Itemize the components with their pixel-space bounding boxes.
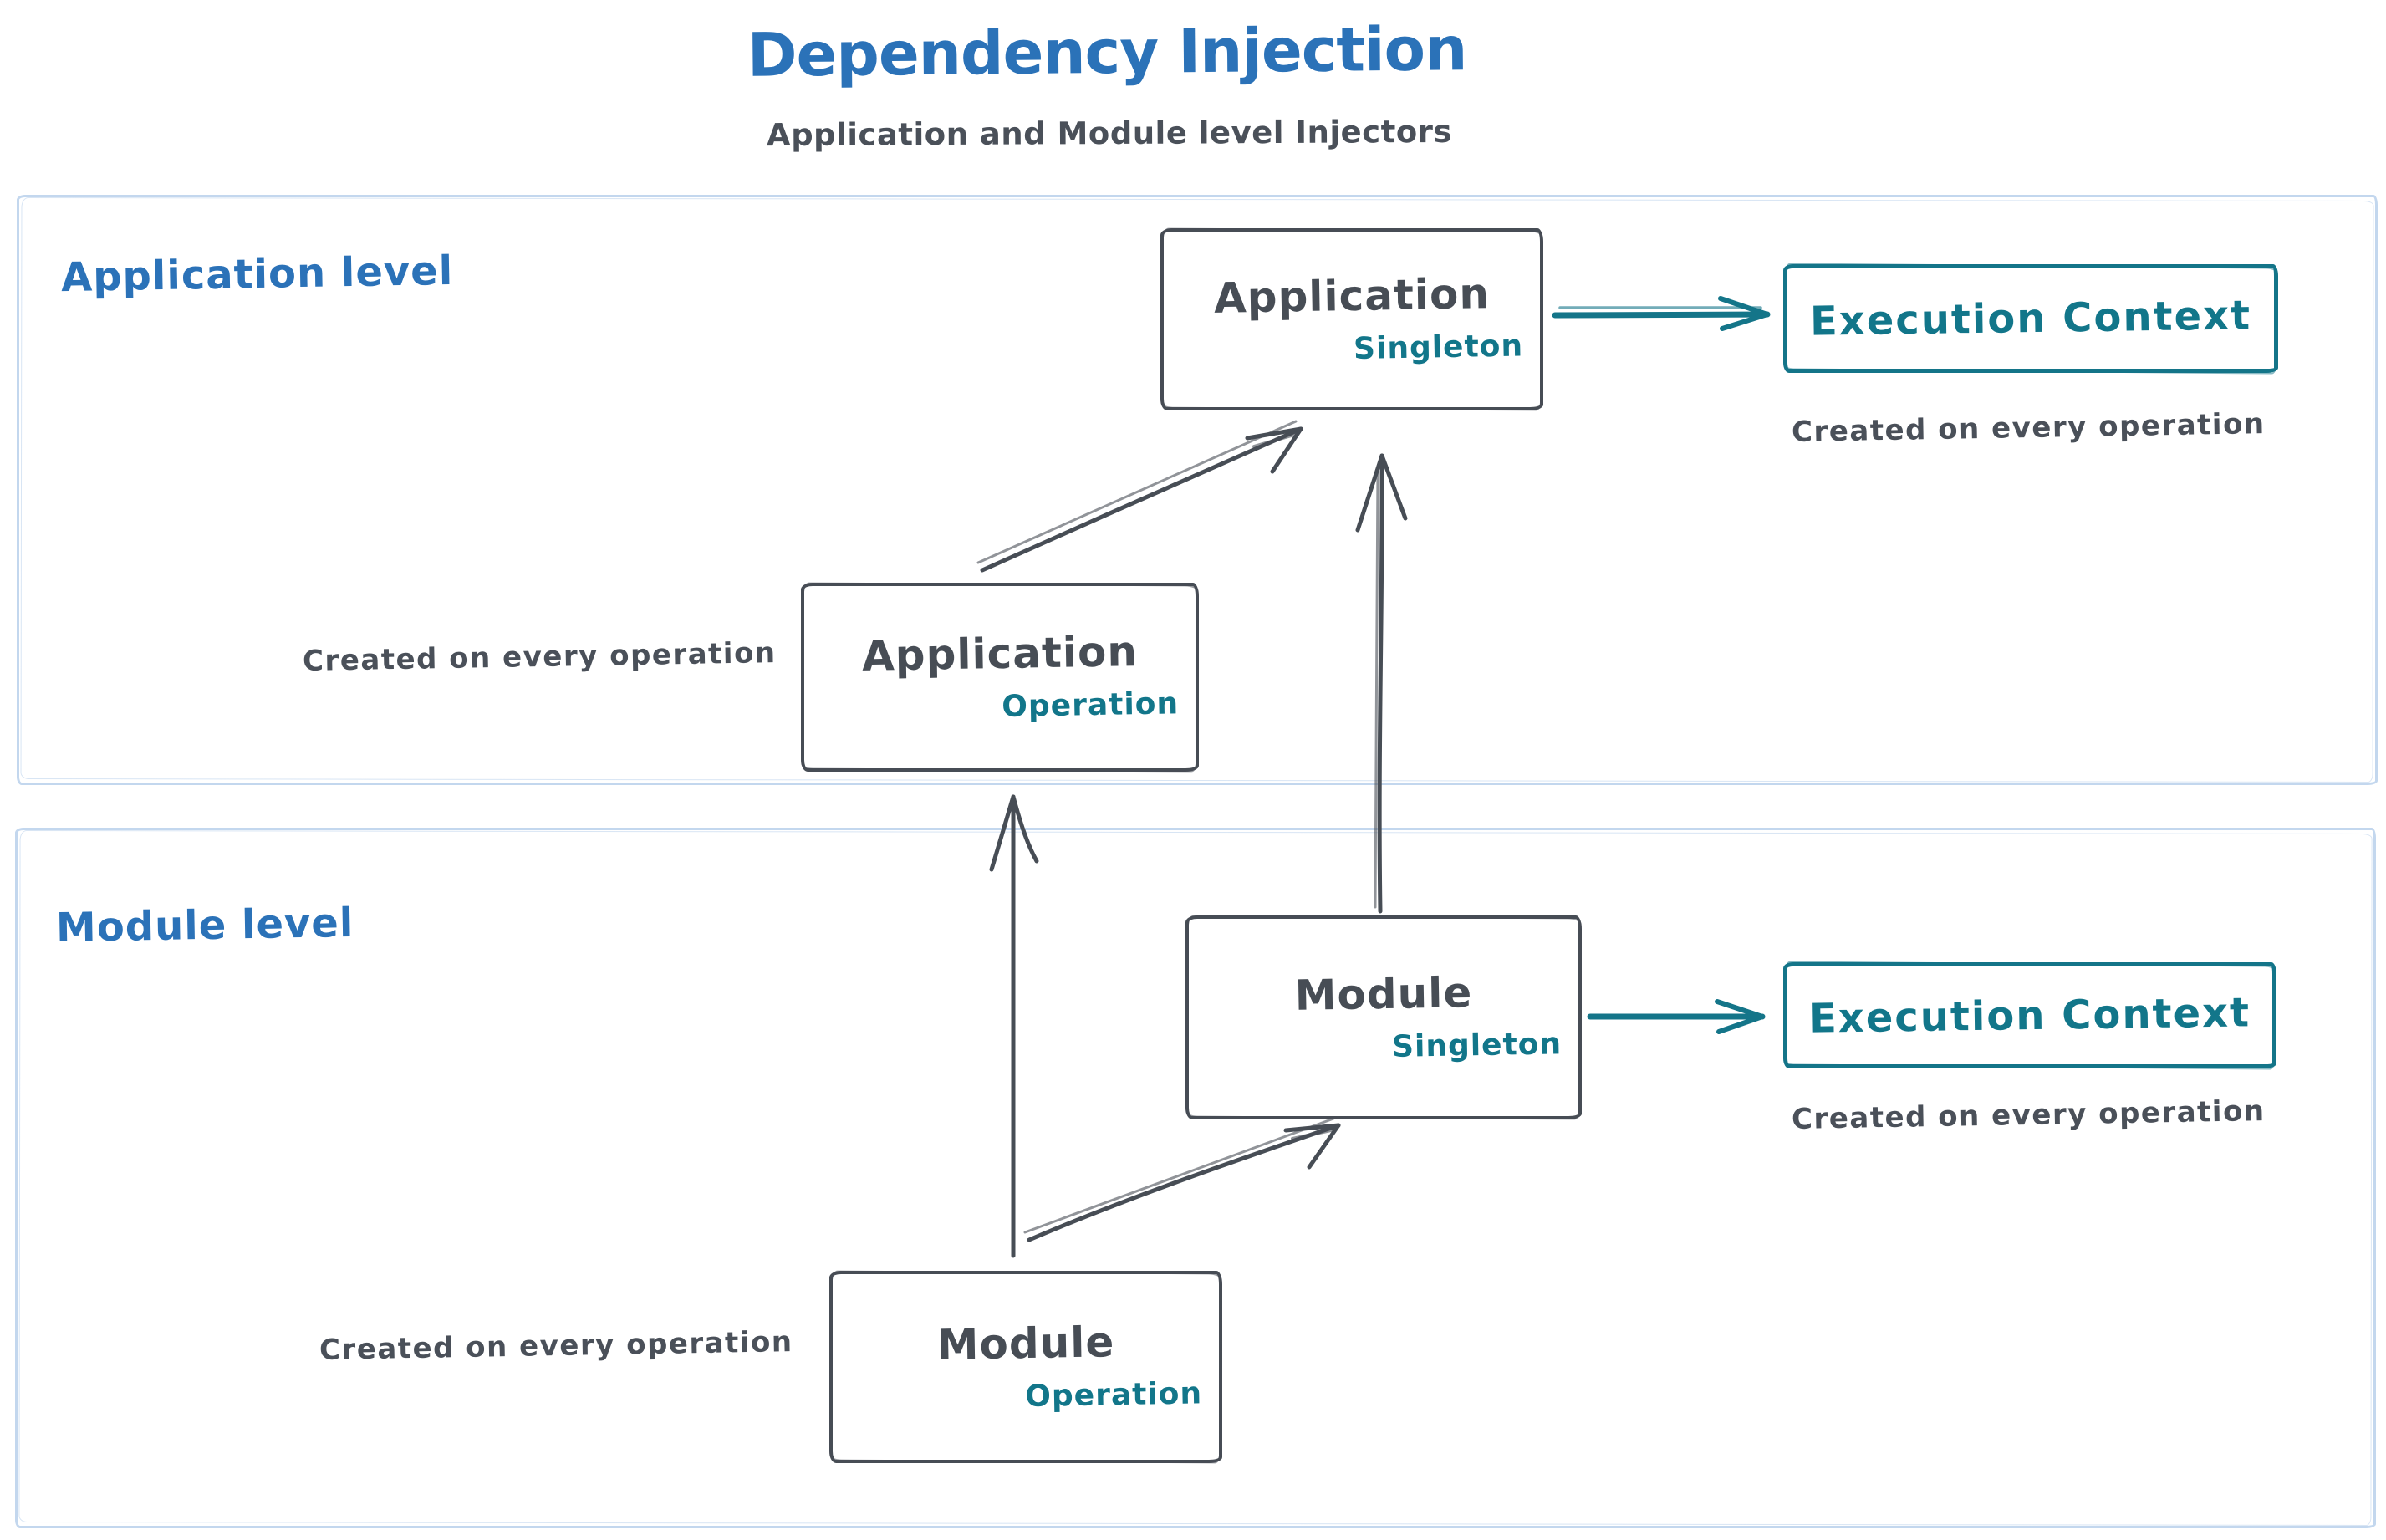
node-module-operation-title: Module [936, 1317, 1115, 1369]
node-execution-context-application: Execution Context [1783, 264, 2278, 373]
node-application-operation: Application Operation [801, 583, 1199, 772]
node-application-singleton-title: Application [1213, 268, 1491, 323]
node-module-operation-subtitle: Operation [1024, 1375, 1203, 1414]
application-level-container: Application level [17, 195, 2378, 785]
node-module-operation: Module Operation [829, 1271, 1222, 1463]
node-module-singleton: Module Singleton [1185, 915, 1582, 1119]
node-application-singleton: Application Singleton [1160, 228, 1543, 410]
node-module-singleton-subtitle: Singleton [1391, 1026, 1563, 1064]
execution-context-application-label: Execution Context [1809, 292, 2252, 345]
application-level-label: Application level [60, 247, 454, 302]
node-application-operation-subtitle: Operation [1001, 686, 1180, 724]
node-application-singleton-subtitle: Singleton [1353, 328, 1524, 366]
module-level-container: Module level [15, 828, 2376, 1528]
module-level-label: Module level [55, 899, 354, 952]
execution-context-module-label: Execution Context [1808, 988, 2251, 1043]
node-application-operation-title: Application [861, 626, 1139, 681]
diagram-title: Dependency Injection [747, 13, 1467, 90]
diagram-subtitle: Application and Module level Injectors [766, 113, 1453, 154]
node-execution-context-module: Execution Context [1783, 962, 2276, 1068]
node-module-singleton-title: Module [1294, 967, 1473, 1020]
